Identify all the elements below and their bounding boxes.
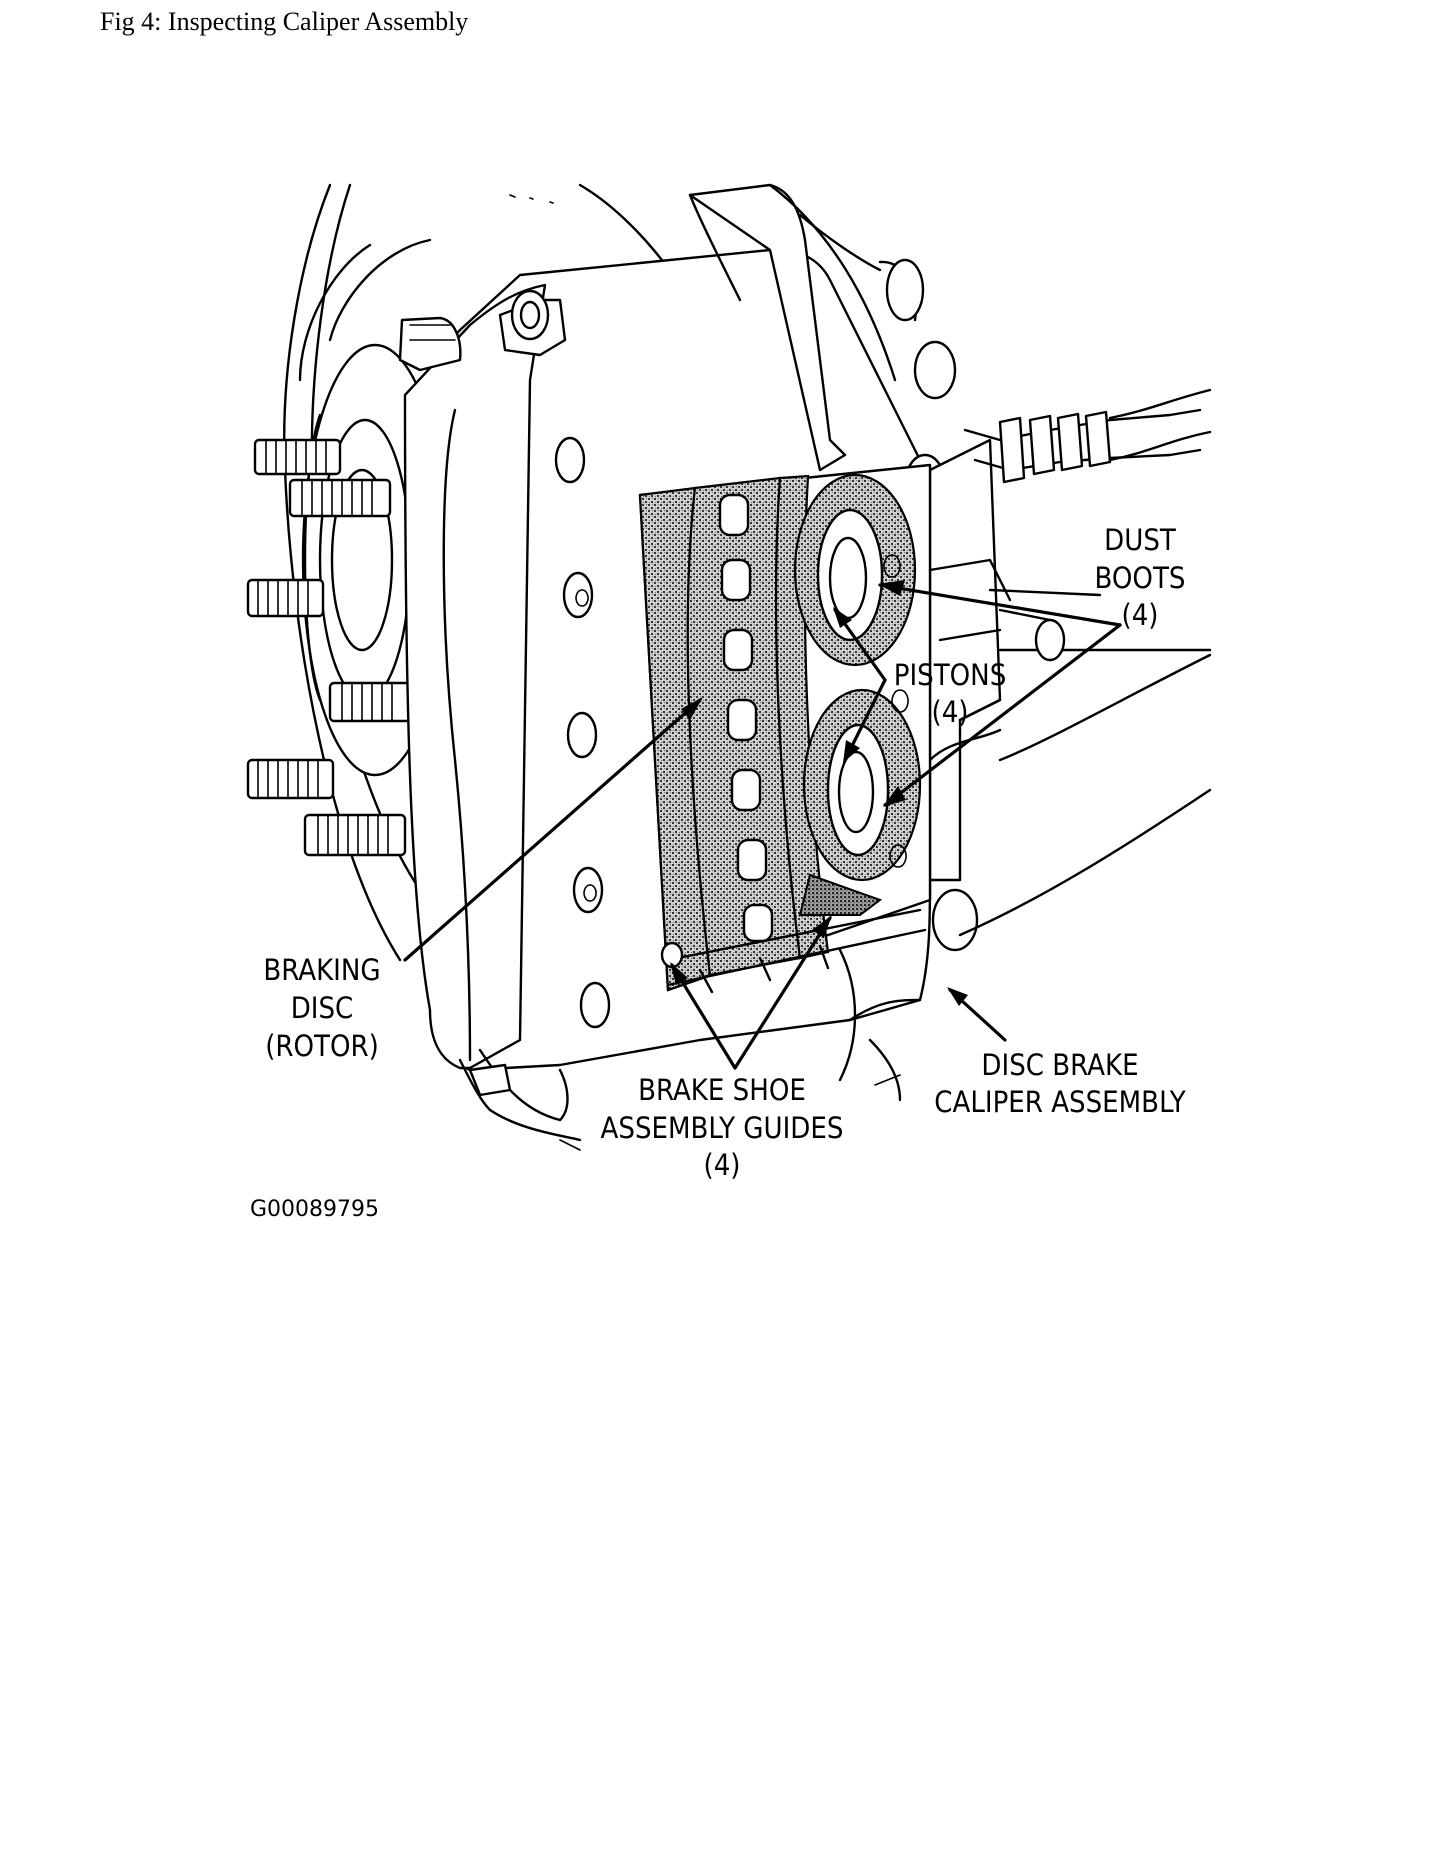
cutaway-window xyxy=(638,463,1012,994)
image-code: G00089795 xyxy=(250,1197,379,1222)
leader-arrows xyxy=(403,580,1122,1151)
figure-caption: Fig 4: Inspecting Caliper Assembly xyxy=(100,7,469,36)
lower-bracket xyxy=(458,1048,582,1142)
caliper-support xyxy=(958,588,1212,937)
svg-text:CALIPER ASSEMBLY: CALIPER ASSEMBLY xyxy=(934,1085,1186,1119)
piston-lower xyxy=(826,723,890,857)
svg-text:ASSEMBLY GUIDES: ASSEMBLY GUIDES xyxy=(601,1111,844,1145)
wheel-studs xyxy=(246,438,412,857)
label-brake-shoe-guides: BRAKE SHOE ASSEMBLY GUIDES (4) xyxy=(601,1073,844,1182)
shoe-guide-shading xyxy=(798,873,883,916)
svg-text:PISTONS: PISTONS xyxy=(894,658,1007,692)
label-braking-disc: BRAKING DISC (ROTOR) xyxy=(263,953,380,1063)
svg-text:DISC BRAKE: DISC BRAKE xyxy=(981,1048,1138,1082)
svg-text:(4): (4) xyxy=(704,1148,741,1182)
svg-text:(4): (4) xyxy=(1122,598,1159,632)
svg-text:DUST: DUST xyxy=(1104,523,1177,557)
piston-upper xyxy=(816,508,884,642)
svg-text:(4): (4) xyxy=(932,695,969,729)
brake-hose xyxy=(963,388,1212,484)
label-dust-boots: DUST BOOTS (4) xyxy=(1095,523,1186,632)
svg-text:BOOTS: BOOTS xyxy=(1095,561,1186,595)
svg-text:BRAKE SHOE: BRAKE SHOE xyxy=(638,1073,806,1107)
svg-text:BRAKING: BRAKING xyxy=(263,953,380,987)
svg-text:DISC: DISC xyxy=(291,991,354,1025)
svg-text:(ROTOR): (ROTOR) xyxy=(265,1029,379,1063)
label-caliper-assembly: DISC BRAKE CALIPER ASSEMBLY xyxy=(934,1048,1186,1119)
label-pistons: PISTONS (4) xyxy=(894,658,1007,729)
